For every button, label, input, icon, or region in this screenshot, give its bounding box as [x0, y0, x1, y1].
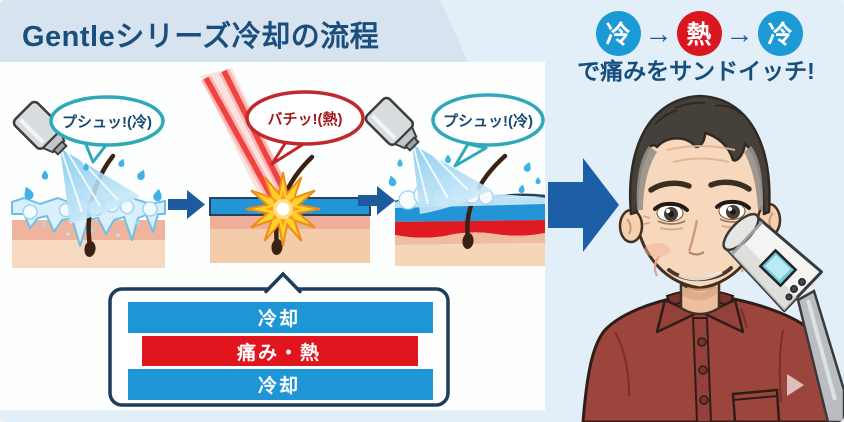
bubble-text-2: バチッ!(熱) [267, 110, 343, 128]
spray-cone-3 [412, 144, 492, 214]
tagline: で痛みをサンドイッチ! [577, 58, 815, 84]
step-arrow-icon-1 [168, 190, 205, 219]
patient-illustration [548, 94, 844, 422]
arrow-right-icon: → [644, 17, 673, 49]
step-3-cool-spray [364, 93, 545, 266]
title-banner: Gentleシリーズ冷却の流程 [0, 0, 468, 62]
page-title: Gentleシリーズ冷却の流程 [22, 21, 380, 53]
step-1-cool-spray [12, 95, 166, 268]
heat-layer-bar [142, 336, 418, 366]
step-2-laser-heat [200, 68, 371, 263]
heat-layer-label: 痛み・熱 [236, 342, 321, 364]
eyebrows [648, 180, 692, 193]
heat-flash-icon [245, 171, 321, 247]
patient [581, 94, 844, 422]
hair [628, 94, 771, 216]
arrow-right-icon: → [725, 17, 754, 49]
cool-layer-label-bottom: 冷却 [257, 376, 300, 397]
cool-layer-label-top: 冷却 [257, 309, 300, 330]
speech-bubble-2 [245, 90, 365, 166]
sequence-header: 冷 → 熱 → 冷 [592, 10, 806, 56]
big-arrow-right-icon [548, 158, 619, 252]
watermark-arrow-icon [787, 374, 804, 396]
polo-shirt [581, 289, 841, 422]
cool-badge-1: 冷 [595, 10, 641, 56]
process-illustration [0, 68, 545, 407]
sandwich-callout-box [108, 271, 450, 407]
heat-badge: 熱 [676, 10, 722, 56]
cool-layer-bar-top [128, 302, 433, 333]
face-features [642, 145, 755, 291]
laser-handpiece [722, 212, 844, 422]
speech-bubble-3 [431, 93, 545, 168]
speech-bubble-1 [49, 95, 165, 164]
nose [687, 219, 699, 252]
cool-layer-bar-bottom [128, 369, 433, 400]
bubble-text-3: プシュッ!(冷) [443, 112, 533, 130]
chest-pocket [731, 388, 781, 422]
cool-badge-2: 冷 [757, 10, 803, 56]
bubble-text-1: プシュッ!(冷) [62, 113, 152, 131]
